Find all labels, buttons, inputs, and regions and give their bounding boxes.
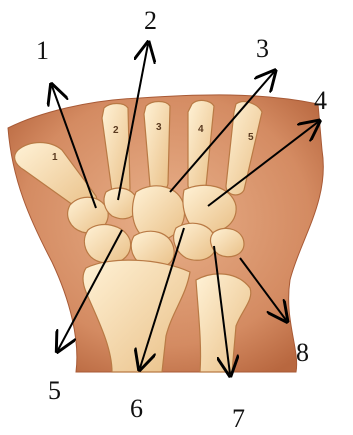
callout-7: 7 (232, 406, 245, 432)
callout-8: 8 (296, 340, 309, 366)
metacarpal-label-2: 2 (113, 125, 119, 136)
metacarpal-label-1: 1 (52, 152, 58, 163)
metacarpal-label-5: 5 (248, 132, 254, 143)
callout-4: 4 (314, 88, 327, 114)
callout-1: 1 (36, 38, 49, 64)
callout-6: 6 (130, 396, 143, 422)
callout-2: 2 (144, 8, 157, 34)
callout-5: 5 (48, 378, 61, 404)
metacarpal-label-4: 4 (198, 124, 204, 135)
callout-3: 3 (256, 36, 269, 62)
metacarpal-label-3: 3 (156, 122, 162, 133)
